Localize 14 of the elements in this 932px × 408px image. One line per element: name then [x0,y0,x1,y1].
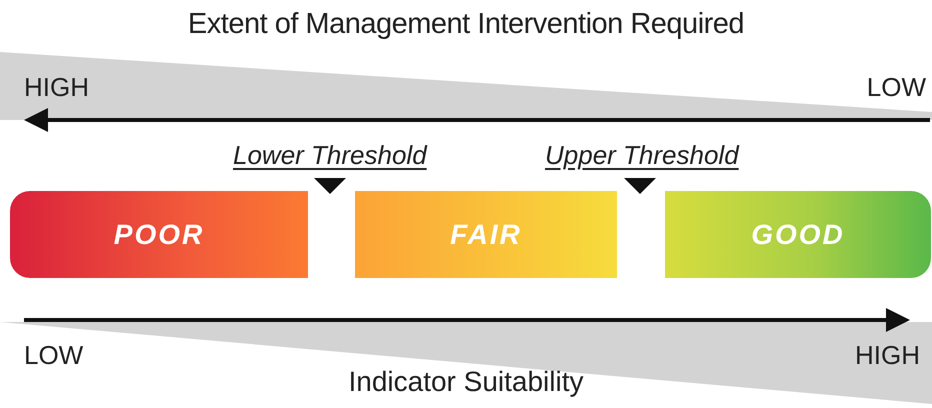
rating-bar [665,191,931,278]
scale-label: HIGH [24,72,89,103]
threshold-label: Lower Threshold [233,140,427,171]
rating-label: POOR [114,218,204,250]
scale-label: LOW [866,72,926,103]
rating-bar [10,191,308,278]
rating-label: FAIR [450,218,522,250]
scale-label: HIGH [855,340,920,371]
diagram-title: Extent of Management Intervention Required [186,8,746,41]
rating-label: GOOD [751,218,845,250]
rating-bar [355,191,617,278]
threshold-label: Upper Threshold [545,140,739,171]
axis-label: Indicator Suitability [347,366,584,398]
scale-label: LOW [24,340,84,371]
